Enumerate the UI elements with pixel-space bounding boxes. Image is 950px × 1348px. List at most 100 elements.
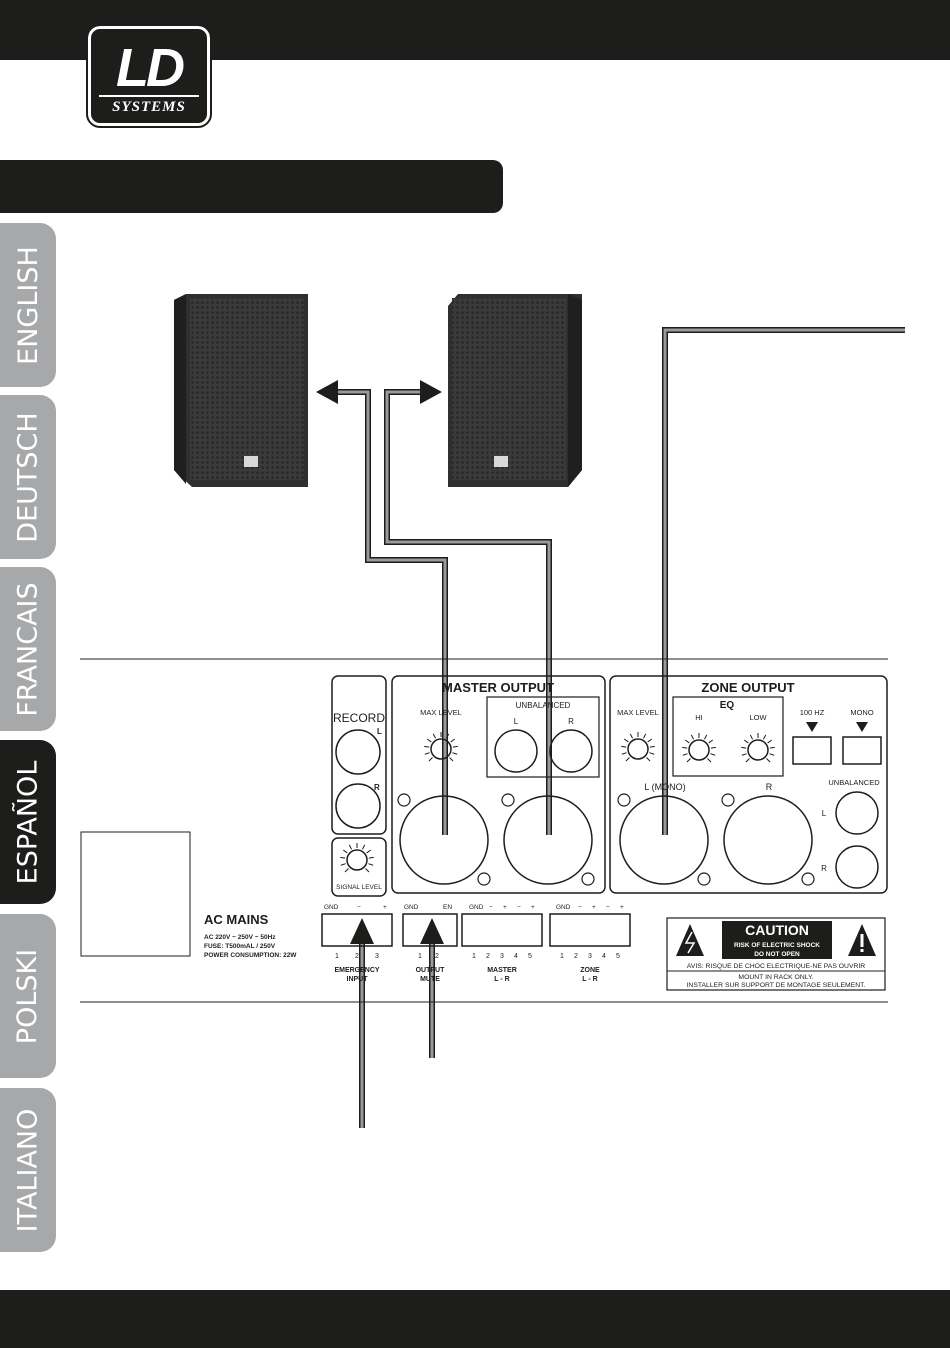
signal-level-knob[interactable] (346, 849, 368, 871)
zone-unbal-left-label: L (822, 809, 827, 818)
speaker-logo-icon (244, 456, 258, 467)
master-unbal-left-jack[interactable] (494, 729, 538, 773)
master-max-level-knob[interactable] (430, 738, 452, 760)
ld-systems-logo: LD SYSTEMS (86, 24, 212, 128)
triangle-down-icon (856, 722, 868, 732)
master-xlr-left[interactable] (399, 795, 489, 885)
zone-mono-label: MONO (850, 708, 873, 717)
zone-unbal-left-jack[interactable] (835, 791, 879, 835)
caution-line2: DO NOT OPEN (754, 951, 800, 958)
caution-label: CAUTION RISK OF ELECTRIC SHOCK DO NOT OP… (666, 917, 886, 991)
terminal-number: 1 (418, 953, 422, 960)
caution-line3: AVIS: RISQUE DE CHOC ELECTRIQUE-NE PAS O… (687, 963, 865, 970)
zone-xlr-right[interactable] (723, 795, 813, 885)
zone-eq-hi-label: HI (695, 713, 703, 722)
tab-deutsch[interactable]: DEUTSCH (0, 395, 56, 559)
terminal-number: 5 (528, 953, 532, 960)
zone-xlr-left[interactable] (619, 795, 709, 885)
terminal-number: 3 (500, 953, 504, 960)
terminal-pin-label: − (357, 904, 361, 911)
terminal-number: 4 (514, 953, 518, 960)
record-title: RECORD (333, 711, 385, 725)
zone-output-section: ZONE OUTPUT MAX LEVEL EQ HI LOW 100 HZ M… (609, 675, 888, 894)
terminal-number: 2 (486, 953, 490, 960)
master-output-title: MASTER OUTPUT (442, 680, 554, 695)
terminal-number: 2 (355, 953, 359, 960)
terminal-label: ZONE (580, 967, 600, 974)
output-mute-terminal[interactable]: GND EN 1 2 OUTPUT MUTE (402, 904, 458, 983)
master-terminal[interactable]: GND − + − + 1 2 3 4 5 MASTER L - R (461, 904, 543, 983)
tab-english[interactable]: ENGLISH (0, 223, 56, 387)
zone-terminal[interactable]: GND − + − + 1 2 3 4 5 ZONE L - R (549, 904, 631, 983)
terminal-label: OUTPUT (416, 967, 446, 974)
knob-scale-ticks (682, 733, 716, 763)
caution-line5: INSTALLER SUR SUPPORT DE MONTAGE SEULEME… (687, 982, 866, 989)
terminal-number: 1 (472, 953, 476, 960)
speaker-logo-icon (494, 456, 508, 467)
zone-max-level-knob[interactable] (627, 738, 649, 760)
master-unbal-right-label: R (568, 717, 574, 726)
caution-title: CAUTION (745, 922, 809, 938)
record-right-jack[interactable] (335, 783, 381, 829)
zone-100hz-switch[interactable] (792, 736, 832, 765)
caution-line1: RISK OF ELECTRIC SHOCK (734, 942, 820, 949)
zone-eq-hi-knob[interactable] (688, 739, 710, 761)
knob-scale-ticks (621, 732, 655, 762)
terminal-pin-label: GND (324, 904, 339, 911)
terminal-pin-label: − (606, 904, 610, 911)
master-output-section: MASTER OUTPUT MAX LEVEL UNBALANCED L R (391, 675, 606, 894)
terminal-pin-label: − (578, 904, 582, 911)
record-left-jack[interactable] (335, 729, 381, 775)
zone-mono-switch[interactable] (842, 736, 882, 765)
tab-polski[interactable]: POLSKI (0, 914, 56, 1078)
zone-max-level-label: MAX LEVEL (617, 708, 659, 717)
signal-level-label: SIGNAL LEVEL (336, 884, 382, 891)
terminal-pin-label: EN (443, 904, 452, 911)
lightning-warning-icon (676, 924, 704, 956)
section-header-bar (0, 160, 503, 213)
zone-eq-low-knob[interactable] (747, 739, 769, 761)
bottom-bar (0, 1290, 950, 1348)
zone-eq-low-label: LOW (749, 713, 767, 722)
terminal-label: MUTE (420, 976, 440, 983)
zone-xlr-left-label: L (MONO) (644, 782, 685, 792)
caution-line4: MOUNT IN RACK ONLY. (738, 974, 813, 981)
terminal-label: L - R (582, 976, 597, 983)
knob-scale-ticks (340, 843, 374, 873)
terminal-number: 4 (602, 953, 606, 960)
triangle-down-icon (806, 722, 818, 732)
terminal-pin-label: + (503, 904, 507, 911)
emergency-input-terminal[interactable]: GND − + 1 2 3 EMERGENCY INPUT (321, 904, 393, 983)
terminal-number: 2 (435, 953, 439, 960)
logo-sub-text: SYSTEMS (99, 95, 199, 115)
ac-mains-line2: FUSE: T500mAL / 250V (204, 943, 276, 950)
zone-unbal-right-label: R (821, 864, 827, 873)
terminal-pin-label: + (620, 904, 624, 911)
tab-francais[interactable]: FRANCAIS (0, 567, 56, 731)
speaker-right (448, 294, 582, 487)
zone-unbal-right-jack[interactable] (835, 845, 879, 889)
logo-main-text: LD (116, 38, 185, 98)
ac-mains-title: AC MAINS (204, 912, 269, 927)
zone-unbalanced-label: UNBALANCED (828, 778, 880, 787)
master-max-level-label: MAX LEVEL (420, 708, 462, 717)
record-right-label: R (374, 783, 380, 792)
terminal-number: 5 (616, 953, 620, 960)
tab-italiano[interactable]: ITALIANO (0, 1088, 56, 1252)
arrow-up-icon (420, 918, 444, 944)
master-xlr-right[interactable] (503, 795, 593, 885)
ac-mains-section: AC MAINS AC 220V ~ 250V ~ 50Hz FUSE: T50… (204, 912, 297, 959)
speaker-cables (330, 327, 905, 1128)
terminal-pin-label: + (592, 904, 596, 911)
terminal-number: 3 (588, 953, 592, 960)
record-section: RECORD L R SIGNAL LEVEL (331, 675, 387, 897)
terminal-label: MASTER (487, 967, 517, 974)
zone-output-title: ZONE OUTPUT (701, 680, 794, 695)
ac-mains-line1: AC 220V ~ 250V ~ 50Hz (204, 934, 276, 941)
ac-mains-line3: POWER CONSUMPTION: 22W (204, 952, 297, 959)
master-unbal-right-jack[interactable] (549, 729, 593, 773)
terminal-pin-label: GND (556, 904, 571, 911)
tab-espanol[interactable]: ESPAÑOL (0, 740, 56, 904)
arrow-left-icon (316, 380, 338, 404)
